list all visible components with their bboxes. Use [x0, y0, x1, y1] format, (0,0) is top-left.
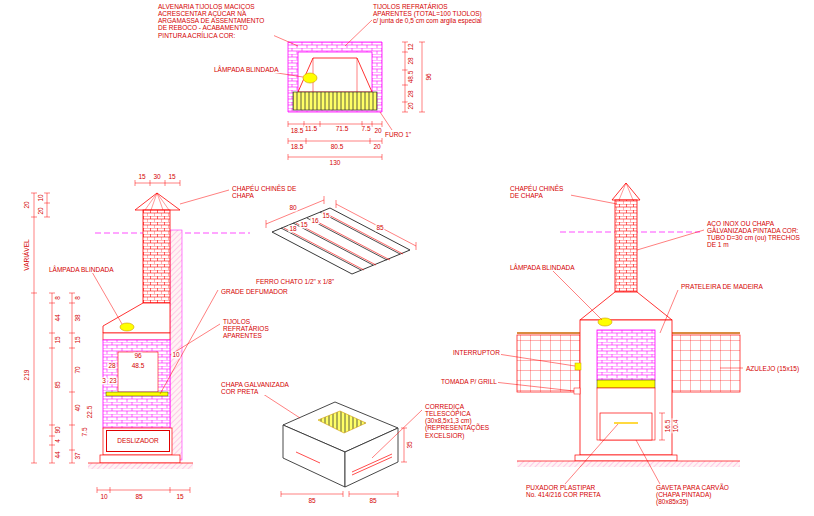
annotation-label: FURO 1" — [384, 131, 412, 138]
node-label: DESLIZADOR — [117, 437, 159, 444]
dimension-label: 3 — [101, 377, 107, 384]
dimension-label: 15 — [167, 173, 176, 180]
annotation-label: PUXADOR PLASTIPAR No. 414/216 COR PRETA — [525, 484, 605, 498]
dimension-label: 130 — [329, 159, 342, 166]
dimension-label: 20 — [372, 143, 381, 150]
dimension-label: 18.5 — [290, 143, 305, 150]
dimension-label: 15 — [175, 493, 184, 500]
dimension-label: 11.5 — [304, 125, 318, 132]
dimension-label: 15 — [137, 173, 146, 180]
dimension-label: 7.5 — [360, 125, 371, 132]
dimension-label: 44 — [54, 450, 61, 459]
dimension-label: 85 — [134, 493, 143, 500]
dimension-label: 37 — [74, 451, 81, 460]
dimension-label: 16.5 — [664, 419, 671, 434]
annotation-label: PRATELEIRA DE MADEIRA — [680, 283, 764, 290]
dimension-label: 71.5 — [335, 125, 350, 132]
dimension-label: 7.5 — [81, 426, 88, 437]
dimension-label: 20 — [37, 206, 44, 215]
dimension-label: 15 — [299, 221, 308, 228]
dimension-label: 15 — [74, 335, 81, 344]
annotation-label: ALVENARIA TIJOLOS MACIÇOS ACRESCENTAR AÇ… — [157, 3, 274, 39]
dimension-label: 10 — [37, 193, 44, 202]
dimension-label: 85 — [368, 497, 377, 504]
dimension-label: 10.4 — [672, 419, 679, 434]
annotation-label: TOMADA P/ GRILL — [440, 378, 498, 385]
annotation-label: CHAPA GALVANIZADA COR PRETA — [220, 381, 302, 395]
annotation-label: TIJOLOS REFRATÁRIOS APARENTES (TOTAL=100… — [372, 3, 486, 24]
annotation-label: INTERRUPTOR — [452, 349, 501, 356]
dimension-label: 18 — [288, 225, 297, 232]
annotation-label: CHAPÉU CHINÊS DE CHAPA — [509, 185, 571, 199]
annotation-label: GRADE DEFUMADOR — [220, 288, 289, 295]
dimension-label: 8 — [74, 295, 81, 301]
dimension-label: 23 — [108, 377, 117, 384]
dimension-label: 4 — [54, 438, 61, 444]
dimension-label: 10 — [171, 351, 180, 358]
dimension-label: VARIÁVEL — [23, 238, 30, 271]
annotation-label: LÂMPADA BLINDADA — [509, 264, 576, 271]
dimension-label: 16 — [310, 217, 319, 224]
dimension-label: 18.5 — [290, 127, 305, 134]
dimension-label: 28 — [407, 56, 414, 65]
drawer-box: DESLIZADOR — [106, 430, 170, 452]
dimension-label: 219 — [23, 369, 30, 382]
dimension-label: 70 — [74, 365, 81, 374]
dimension-label: 35 — [406, 440, 413, 449]
dimension-label: 28 — [107, 362, 116, 369]
dimension-label: 15 — [54, 335, 61, 344]
dimension-label: 38 — [74, 313, 81, 322]
dimension-label: 48.5 — [131, 362, 146, 369]
annotation-label: FERRO CHATO 1/2" x 1/8" — [255, 278, 335, 285]
dimension-label: 20 — [23, 200, 30, 209]
dimension-label: 85 — [54, 380, 61, 389]
dimension-label: 8 — [54, 295, 61, 301]
dimension-label: 30 — [152, 173, 161, 180]
dimension-label: 40 — [74, 403, 81, 412]
dimension-label: 10 — [99, 493, 108, 500]
annotation-label: AÇO INOX OU CHAPA GALVANIZADA PINTADA CO… — [706, 220, 804, 249]
annotation-label: TIJOLOS REFRATÁRIOS APARENTES — [222, 318, 294, 339]
dimension-label: 20 — [373, 127, 382, 134]
dimension-label: 22.5 — [86, 405, 93, 420]
dimension-label: 85 — [375, 224, 384, 231]
dimension-label: 96 — [425, 72, 432, 81]
dimension-label: 96 — [133, 352, 142, 359]
annotation-label: LÂMPADA BLINDADA — [213, 66, 280, 73]
annotation-label: CORREDIÇA TELESCÓPICA (30x8,5x1,3 cm) (R… — [424, 403, 498, 439]
dimension-label: 48.5 — [407, 70, 414, 85]
dimension-label: 90 — [54, 425, 61, 434]
dimension-label: 28 — [407, 89, 414, 98]
dimension-label: 44 — [54, 313, 61, 322]
annotation-label: CHAPÉU CHINÊS DE CHAPA — [231, 185, 303, 199]
annotation-label: GAVETA PARA CARVÃO (CHAPA PINTADA) (80x8… — [655, 484, 737, 505]
annotation-label: AZULEJO (15x15) — [745, 365, 800, 372]
dimension-label: 80.5 — [330, 143, 345, 150]
dimension-label: 20 — [407, 101, 414, 110]
dimension-label: 12 — [407, 42, 414, 51]
dimension-label: 80 — [288, 204, 297, 211]
dimension-label: 15 — [321, 212, 330, 219]
annotation-label: LÂMPADA BLINDADA — [48, 266, 115, 273]
dimension-label: 85 — [307, 497, 316, 504]
